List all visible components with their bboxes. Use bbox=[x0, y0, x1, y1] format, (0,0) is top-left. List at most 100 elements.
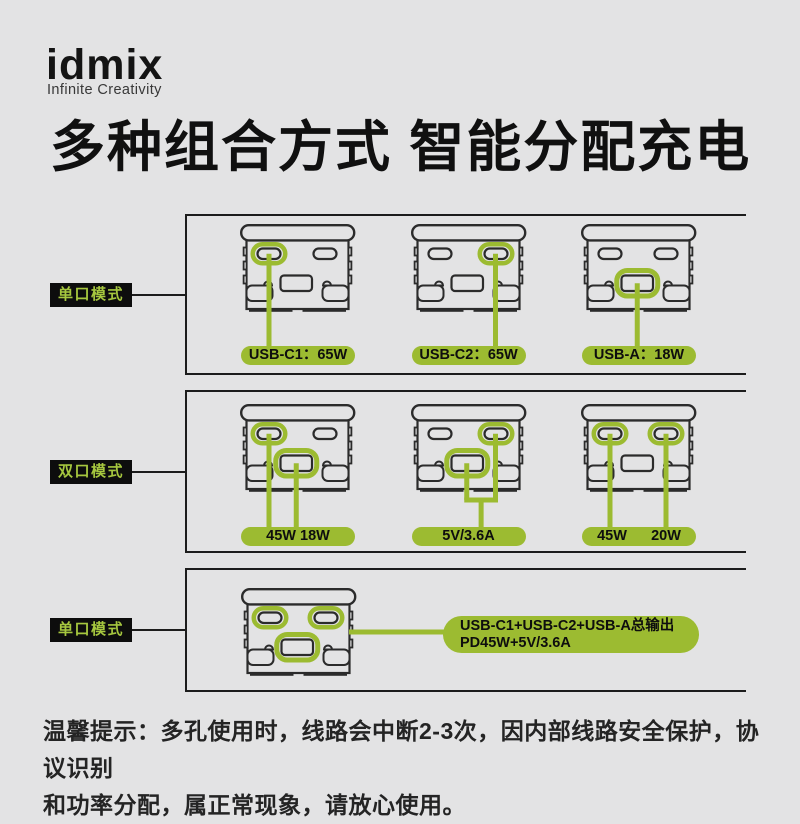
page-title: 多种组合方式 智能分配充电 bbox=[50, 116, 752, 178]
body-notch bbox=[518, 274, 523, 285]
usb-c2-port bbox=[312, 247, 338, 261]
usb-c1-port bbox=[256, 427, 282, 441]
usb-a-port bbox=[280, 638, 315, 657]
output-label: USB-C1：65W bbox=[241, 346, 355, 365]
body-notch bbox=[518, 440, 523, 451]
output-label: 45W 20W bbox=[582, 527, 696, 546]
charger bbox=[581, 404, 697, 502]
body-notch bbox=[413, 454, 418, 465]
prong-bump-right bbox=[321, 280, 333, 287]
foot-left bbox=[590, 488, 634, 492]
body-notch bbox=[583, 274, 589, 285]
charger-cap bbox=[410, 404, 526, 422]
prong-bump-left bbox=[433, 460, 444, 467]
usb-c2-port bbox=[653, 427, 679, 441]
notice-line2: 和功率分配，属正常现象，请放心使用。 bbox=[43, 792, 466, 818]
usb-c1-port bbox=[597, 247, 623, 261]
output-label: 45W 18W bbox=[241, 527, 355, 546]
prong-hook-right bbox=[492, 464, 520, 482]
highlight-ring bbox=[307, 606, 345, 630]
body-notch bbox=[518, 454, 523, 465]
body-notch bbox=[243, 610, 249, 621]
prong-hook-left bbox=[245, 284, 274, 302]
charger-cap bbox=[241, 588, 357, 606]
notice-line1: 温馨提示：多孔使用时，线路会中断2-3次，因内部线路安全保护，协议识别 bbox=[43, 718, 760, 781]
usb-c2-port bbox=[313, 611, 339, 625]
body-notch bbox=[413, 274, 418, 285]
usb-a-port bbox=[279, 274, 314, 293]
charger bbox=[241, 588, 357, 686]
foot-left bbox=[249, 308, 293, 312]
foot-right bbox=[303, 672, 347, 676]
foot-right bbox=[302, 308, 346, 312]
body-notch bbox=[242, 440, 248, 451]
foot-right bbox=[643, 488, 687, 492]
usb-c2-port bbox=[482, 247, 509, 261]
prong-hook-left bbox=[416, 464, 444, 482]
charger-drawing bbox=[581, 404, 697, 492]
body-notch bbox=[347, 274, 353, 285]
body-notch bbox=[518, 426, 523, 437]
charger-drawing bbox=[241, 588, 357, 676]
prong-hook-right bbox=[492, 284, 520, 302]
body-notch bbox=[688, 440, 694, 451]
charger bbox=[581, 224, 697, 322]
usb-a-port bbox=[279, 454, 314, 473]
body-notch bbox=[243, 638, 249, 649]
charger-drawing bbox=[410, 404, 526, 492]
body-notch bbox=[242, 454, 248, 465]
prong-bump-left bbox=[262, 280, 274, 287]
usb-c1-port bbox=[256, 247, 282, 261]
charger-cap bbox=[581, 404, 697, 422]
prong-bump-right bbox=[662, 460, 674, 467]
charger-cap bbox=[240, 224, 356, 242]
body-notch bbox=[583, 246, 589, 257]
usb-c1-port bbox=[426, 247, 453, 261]
body-notch bbox=[348, 610, 354, 621]
prong-hook-left bbox=[586, 284, 615, 302]
body-notch bbox=[242, 426, 248, 437]
charger-drawing bbox=[240, 224, 356, 312]
charger bbox=[240, 404, 356, 502]
foot-left bbox=[250, 672, 294, 676]
body-notch bbox=[243, 624, 249, 635]
body-notch bbox=[688, 260, 694, 271]
foot-right bbox=[473, 308, 517, 312]
charger-drawing bbox=[410, 224, 526, 312]
prong-hook-right bbox=[321, 464, 350, 482]
prong-hook-left bbox=[245, 464, 274, 482]
body-notch bbox=[413, 426, 418, 437]
all-port-mode-box bbox=[185, 568, 746, 692]
foot-right bbox=[643, 308, 687, 312]
brand-logo: idmix bbox=[46, 41, 164, 89]
foot-left bbox=[419, 308, 463, 312]
body-notch bbox=[518, 246, 523, 257]
prong-bump-right bbox=[322, 644, 334, 651]
foot-right bbox=[302, 488, 346, 492]
body-notch bbox=[347, 246, 353, 257]
body-notch bbox=[347, 260, 353, 271]
usb-c1-port bbox=[257, 611, 283, 625]
prong-hook-left bbox=[246, 648, 275, 666]
highlight-ring bbox=[251, 606, 289, 630]
body-notch bbox=[688, 274, 694, 285]
output-label: 5V/3.6A bbox=[411, 527, 526, 546]
charger bbox=[240, 224, 356, 322]
prong-bump-left bbox=[603, 460, 615, 467]
usb-c2-port bbox=[653, 247, 679, 261]
usb-a-port bbox=[449, 454, 484, 473]
prong-hook-right bbox=[662, 464, 691, 482]
body-notch bbox=[242, 260, 248, 271]
foot-left bbox=[419, 488, 463, 492]
body-notch bbox=[518, 260, 523, 271]
body-notch bbox=[242, 274, 248, 285]
charger bbox=[410, 224, 527, 322]
body-notch bbox=[347, 440, 353, 451]
mode-tag-connector bbox=[132, 293, 185, 296]
body-notch bbox=[413, 260, 418, 271]
usb-c2-port bbox=[312, 427, 338, 441]
charger bbox=[410, 404, 527, 502]
usb-a-port bbox=[449, 274, 484, 293]
total-output-line1: USB-C1+USB-C2+USB-A总输出 bbox=[460, 618, 675, 634]
body-notch bbox=[688, 454, 694, 465]
